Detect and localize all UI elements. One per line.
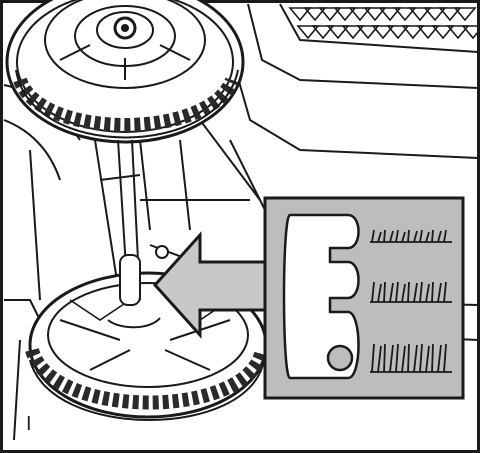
height-slot-plate (282, 213, 360, 380)
grass-height-icon (370, 281, 452, 303)
grass-height-icon (370, 229, 452, 243)
vent-grille (288, 7, 480, 40)
height-adjust-lever-icon (107, 139, 191, 329)
mower-wheel-icon (5, 0, 245, 144)
grass-height-icon (370, 343, 452, 373)
lever-knob (326, 344, 354, 372)
height-setting-callout (263, 196, 465, 400)
figure-label: I (26, 413, 32, 435)
